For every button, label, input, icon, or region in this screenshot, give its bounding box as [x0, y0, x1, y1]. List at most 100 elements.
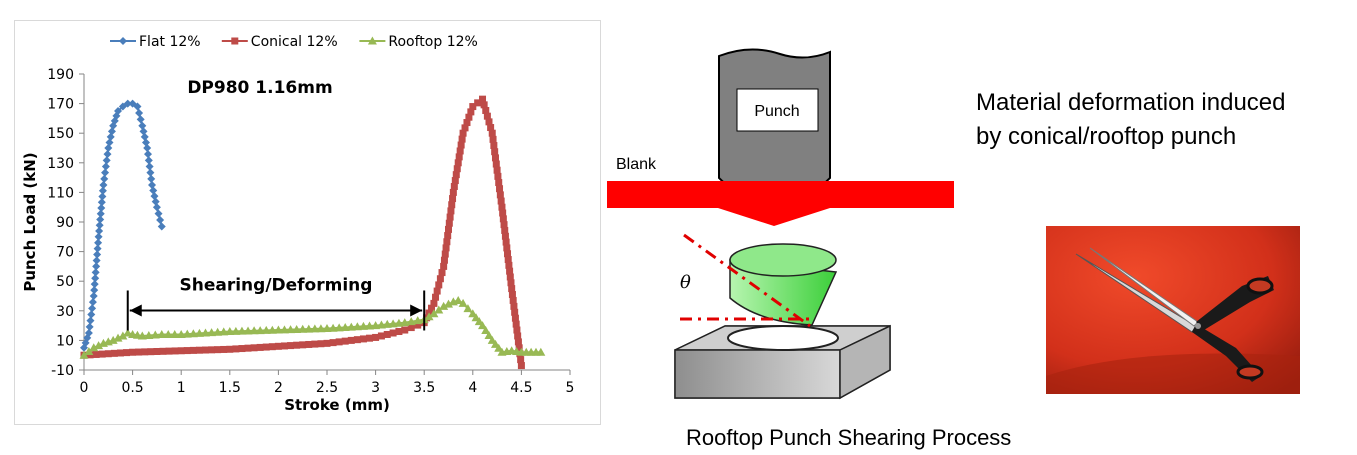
rooftop-punch-diagram: Punch Blank θ	[607, 48, 954, 400]
series-2-point	[510, 302, 518, 310]
series-1-point	[106, 132, 115, 141]
series-1-point	[88, 298, 97, 307]
series-1-point	[148, 181, 157, 189]
series-3-point	[137, 331, 147, 340]
series-1-point	[154, 209, 163, 218]
series-2-point	[489, 135, 497, 143]
series-3-point	[182, 329, 192, 338]
series-2-point	[329, 339, 337, 347]
series-2-point	[195, 346, 203, 354]
series-1-point	[152, 203, 161, 212]
series-2-point	[436, 275, 444, 283]
x-tick-label: 1	[177, 380, 186, 396]
series-2-point	[353, 336, 361, 344]
series-3-point	[201, 328, 210, 337]
series-1-point	[144, 156, 153, 165]
series-2-point	[317, 340, 325, 348]
series-1-point	[97, 198, 106, 207]
series-1-point	[114, 107, 123, 115]
series-3-point	[346, 322, 356, 331]
series-2-point	[502, 238, 510, 246]
series-2-point	[506, 273, 514, 281]
punch-label: Punch	[754, 103, 799, 120]
series-1-point	[95, 221, 104, 230]
series-2-point	[451, 177, 459, 185]
series-1-point	[149, 186, 158, 195]
series-1-point	[105, 138, 114, 147]
series-3-point	[439, 301, 449, 310]
series-2-point	[335, 338, 343, 346]
series-2-point	[453, 165, 461, 173]
series-2-point	[268, 343, 276, 351]
series-1-point	[88, 304, 97, 313]
blank-sheet	[607, 181, 954, 226]
series-3-point	[249, 326, 259, 335]
series-1-point	[87, 310, 96, 319]
series-2-point	[189, 346, 197, 354]
series-2-point	[496, 191, 504, 199]
series-3-point	[219, 327, 229, 336]
rooftop-punch-top	[729, 243, 837, 277]
series-2-point	[458, 135, 466, 143]
y-axis-title: Punch Load (kN)	[21, 152, 39, 291]
series-1-point	[96, 215, 105, 224]
series-2-point	[377, 332, 385, 340]
series-2-point	[311, 340, 319, 348]
series-1-point	[151, 197, 160, 206]
series-2-point	[208, 346, 216, 354]
series-2-point	[256, 343, 264, 351]
series-2-point	[293, 341, 301, 349]
series-1-point	[146, 168, 155, 177]
annotation-arrowhead-left	[129, 304, 142, 317]
series-3-point	[424, 312, 434, 321]
series-2-point	[445, 225, 452, 233]
series-2-point	[517, 362, 525, 370]
series-1-point	[145, 162, 154, 171]
series-2-point	[479, 95, 487, 103]
legend-marker-1	[119, 37, 127, 45]
series-2-point	[482, 107, 490, 115]
series-1-point	[123, 99, 132, 108]
series-1-point	[128, 99, 137, 108]
x-tick-label: 1.5	[219, 380, 241, 396]
y-tick-label: 190	[47, 67, 74, 83]
series-2-point	[414, 321, 422, 329]
series-3-point	[213, 327, 223, 336]
series-2-point	[427, 304, 435, 312]
series-3-point	[94, 341, 104, 350]
series-2-point	[159, 347, 167, 355]
series-2-point	[135, 348, 143, 356]
series-1-point	[139, 127, 148, 136]
series-3-point	[310, 324, 320, 333]
series-3-point	[225, 327, 235, 336]
series-1-point	[156, 216, 165, 225]
x-tick-label: 2	[274, 380, 283, 396]
series-2-point	[232, 345, 240, 353]
legend-marker-2	[231, 37, 239, 45]
series-1-point	[85, 322, 94, 331]
series-1-point	[91, 268, 100, 277]
die-hole	[727, 325, 839, 351]
annotation-label: Shearing/Deforming	[179, 275, 372, 295]
series-2-point	[440, 256, 448, 264]
series-3-point	[352, 322, 362, 331]
series-2-point	[274, 342, 282, 350]
series-3-point	[170, 329, 180, 338]
series-2-point	[446, 213, 454, 221]
series-3-point	[328, 323, 338, 332]
series-2-point	[463, 119, 471, 127]
series-2-point	[366, 334, 374, 342]
y-tick-label: 50	[56, 274, 74, 290]
deformation-note-line1: Material deformation induced	[976, 89, 1286, 116]
series-2-point	[459, 129, 467, 137]
series-2-point	[490, 142, 498, 150]
blank-label: Blank	[616, 156, 657, 173]
y-tick-label: 130	[47, 156, 74, 172]
series-2-point	[98, 350, 106, 358]
x-tick-label: 4.5	[510, 380, 532, 396]
series-2-point	[512, 320, 520, 328]
y-tick-label: 110	[47, 185, 74, 201]
annotation-arrowhead-right	[410, 304, 423, 317]
series-3-point	[400, 318, 410, 327]
